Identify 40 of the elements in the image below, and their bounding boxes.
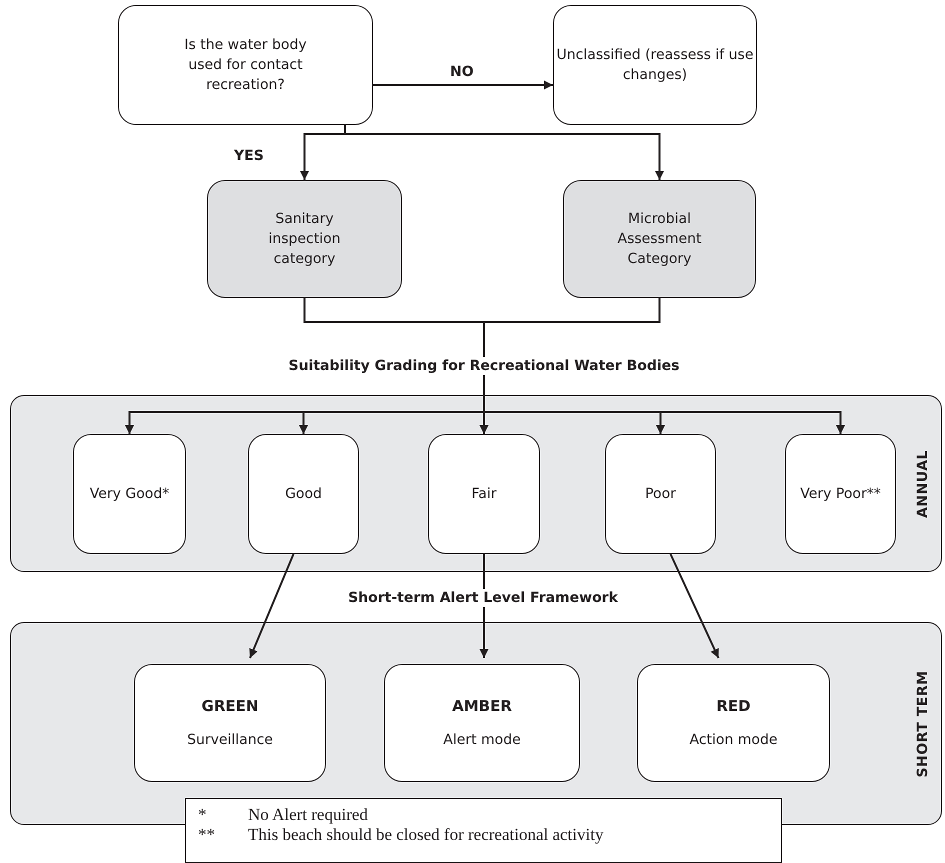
footnote-text: No Alert required [248,805,369,826]
node-text: Microbial Assessment Category [616,210,702,270]
alert-level-box [134,664,326,782]
node-text: Very Good* [90,484,170,504]
arrow [373,80,553,90]
alert-level-box [637,664,830,782]
footnote-text: This beach should be closed for recreational activity [248,825,604,846]
band-title: ANNUAL [914,450,932,518]
alert-level-box [384,664,580,782]
alert-level-title: GREEN [202,696,258,717]
panel-band [10,622,942,825]
node-text: Sanitary inspection category [267,210,342,270]
band-title: SHORT TERM [914,670,932,778]
footnote-mark: ** [198,825,216,846]
node-text: Surveillance [187,730,273,750]
category-box [563,180,756,298]
node-text: Unclassified (reassess if use changes) [556,46,754,85]
footnote-mark: * [198,805,208,826]
node-text: Alert mode [443,730,521,750]
arrow [670,554,720,658]
alert-level-title: RED [716,696,751,717]
node-text: Very Poor** [800,484,881,504]
node-text: Fair [472,484,496,504]
arrow [344,125,664,180]
node-text: Action mode [690,730,778,750]
node-text: Is the water body used for contact recreation? [183,36,308,96]
grade-box [605,434,716,554]
process-box [118,5,373,125]
arrow [249,554,294,658]
node-text: Poor [645,484,676,504]
node-text: Good [285,484,322,504]
footnote-box [185,798,782,863]
alert-level-title: AMBER [452,696,512,717]
grade-box [248,434,359,554]
panel-band [10,395,942,572]
category-box [207,180,402,298]
grade-box [428,434,540,554]
grade-box [73,434,186,554]
process-box [553,5,757,125]
grade-box [785,434,896,554]
